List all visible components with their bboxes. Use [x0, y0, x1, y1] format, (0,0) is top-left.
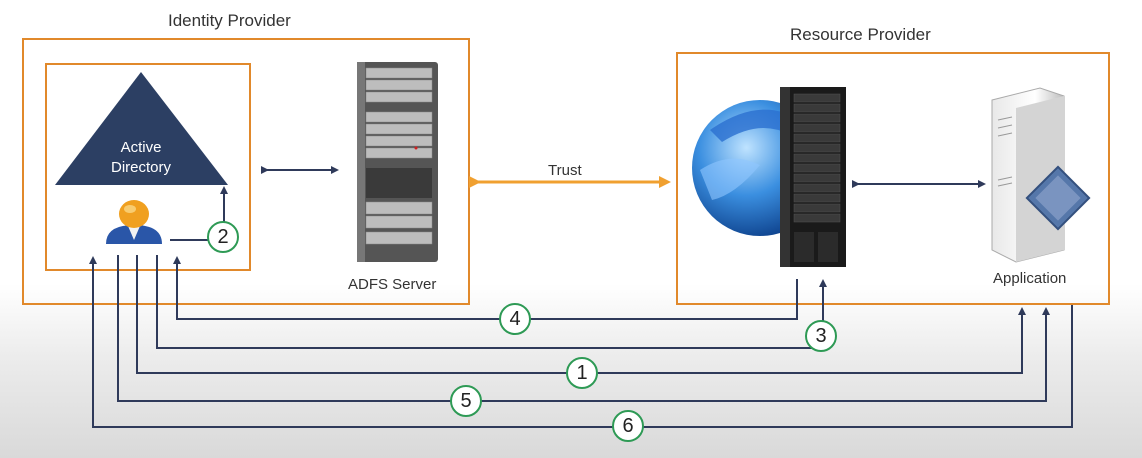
trust-label: Trust — [548, 162, 582, 179]
user-icon — [106, 200, 162, 244]
active-directory-triangle-icon — [55, 72, 228, 185]
step-4-arrow — [173, 256, 798, 320]
step-4-badge: 4 — [499, 303, 531, 335]
adfs-server-icon — [357, 62, 438, 262]
active-directory-label: Active Directory — [106, 138, 176, 178]
step-1-badge: 1 — [566, 357, 598, 389]
active-directory-box — [45, 63, 251, 271]
federation-server-globe-icon — [692, 87, 846, 267]
resource-provider-box — [676, 52, 1110, 305]
step-6-arrow — [89, 256, 1073, 428]
step-2-badge: 2 — [207, 221, 239, 253]
adfs-server-label: ADFS Server — [348, 276, 437, 293]
active-directory-label-line2: Directory — [110, 159, 171, 176]
step-6-badge: 6 — [612, 410, 644, 442]
application-label: Application — [993, 270, 1067, 287]
application-server-icon — [991, 87, 1091, 263]
step-5-arrow — [117, 255, 1050, 402]
step-1-arrow — [136, 255, 1026, 374]
step-3-arrow — [156, 255, 827, 349]
identity-provider-box — [22, 38, 470, 305]
step-5-badge: 5 — [450, 385, 482, 417]
active-directory-label-line1: Active — [120, 139, 162, 156]
resource-provider-title: Resource Provider — [790, 25, 931, 44]
identity-provider-title: Identity Provider — [168, 11, 291, 30]
step-3-badge: 3 — [805, 320, 837, 352]
